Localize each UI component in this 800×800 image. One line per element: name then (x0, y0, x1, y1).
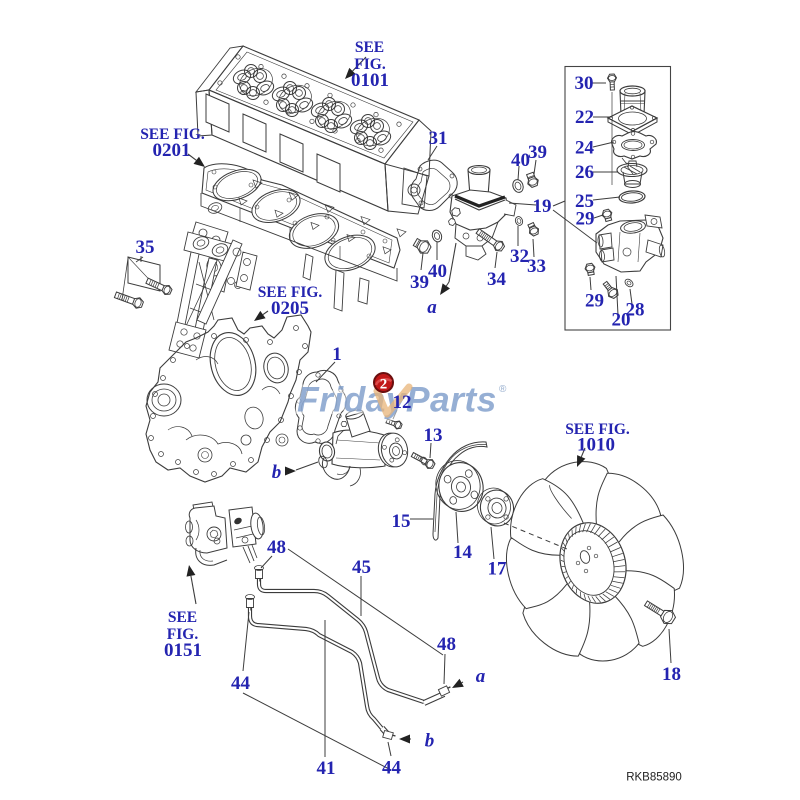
svg-text:40: 40 (428, 261, 447, 282)
svg-text:29: 29 (585, 291, 604, 312)
svg-text:26: 26 (575, 162, 594, 183)
svg-text:24: 24 (575, 138, 595, 159)
svg-text:45: 45 (352, 557, 371, 578)
svg-text:FIG.: FIG. (167, 626, 199, 643)
svg-text:29: 29 (576, 209, 595, 230)
svg-text:35: 35 (136, 237, 155, 258)
svg-text:1: 1 (332, 344, 342, 365)
svg-text:2: 2 (380, 377, 388, 393)
svg-text:20: 20 (612, 310, 631, 331)
svg-text:48: 48 (437, 634, 456, 655)
svg-text:25: 25 (575, 191, 594, 212)
svg-text:44: 44 (231, 673, 251, 694)
svg-text:13: 13 (424, 425, 443, 446)
svg-text:0201: 0201 (153, 140, 191, 161)
svg-text:15: 15 (392, 511, 411, 532)
svg-text:17: 17 (488, 559, 508, 580)
svg-text:0101: 0101 (351, 70, 389, 91)
svg-text:39: 39 (410, 272, 429, 293)
svg-text:a: a (476, 666, 486, 687)
svg-text:34: 34 (487, 269, 507, 290)
svg-text:40: 40 (511, 150, 530, 171)
svg-text:SEE: SEE (168, 609, 197, 626)
svg-text:22: 22 (575, 107, 594, 128)
svg-text:b: b (272, 462, 282, 483)
svg-text:14: 14 (453, 542, 473, 563)
svg-text:18: 18 (662, 664, 681, 685)
svg-text:33: 33 (527, 256, 546, 277)
svg-text:41: 41 (317, 758, 336, 779)
svg-text:31: 31 (429, 128, 448, 149)
svg-text:SEE FIG.: SEE FIG. (565, 421, 630, 438)
svg-text:0151: 0151 (164, 640, 202, 661)
svg-text:FridayParts: FridayParts (297, 380, 497, 420)
svg-text:19: 19 (533, 196, 552, 217)
svg-text:30: 30 (575, 73, 594, 94)
svg-text:b: b (425, 731, 435, 752)
svg-text:1010: 1010 (577, 435, 615, 456)
svg-text:44: 44 (382, 758, 402, 779)
svg-text:SEE FIG.: SEE FIG. (258, 284, 323, 301)
svg-text:SEE FIG.: SEE FIG. (140, 126, 205, 143)
svg-text:0205: 0205 (271, 298, 309, 319)
svg-text:12: 12 (393, 392, 412, 413)
svg-text:32: 32 (510, 246, 529, 267)
svg-text:RKB85890: RKB85890 (626, 772, 682, 784)
svg-text:39: 39 (528, 142, 547, 163)
svg-text:28: 28 (626, 300, 645, 321)
svg-text:SEE: SEE (355, 39, 384, 56)
svg-text:®: ® (499, 384, 507, 395)
svg-text:48: 48 (267, 537, 286, 558)
svg-text:FIG.: FIG. (354, 56, 386, 73)
svg-text:a: a (427, 297, 437, 318)
